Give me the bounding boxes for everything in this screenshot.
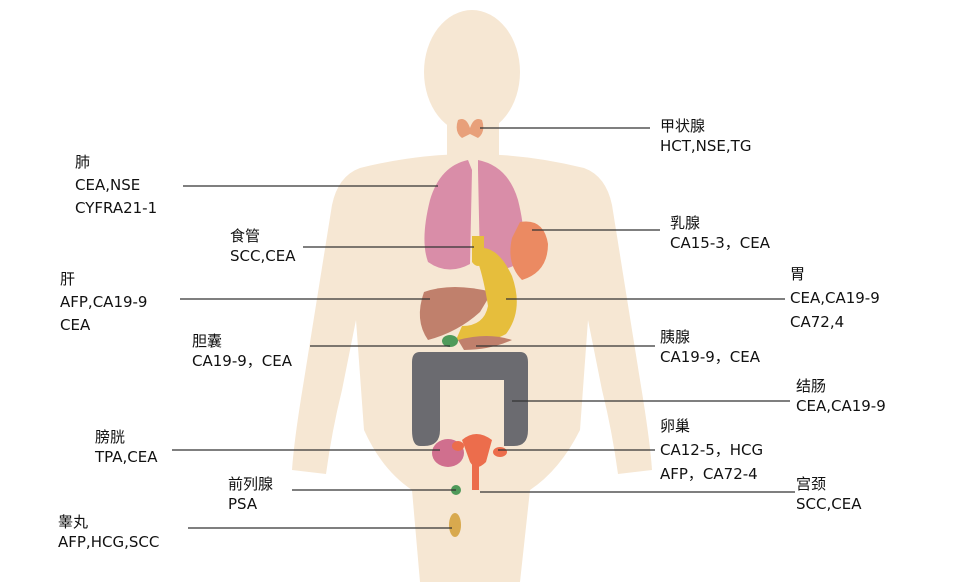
organ-name: 肺 <box>75 153 91 171</box>
label-breast: 乳腺 CA15-3，CEA <box>670 213 770 253</box>
stomach-organ <box>456 248 517 343</box>
label-testis: 睾丸 AFP,HCG,SCC <box>58 512 159 552</box>
label-gallbladder: 胆囊 CA19-9，CEA <box>192 331 292 371</box>
marker-text: CA72,4 <box>790 313 845 331</box>
organ-name: 卵巢 <box>660 417 691 435</box>
organ-name: 胰腺 <box>660 328 691 346</box>
label-thyroid: 甲状腺 HCT,NSE,TG <box>660 116 751 156</box>
testis-organ <box>449 513 461 537</box>
label-stomach: 胃 CEA,CA19-9 CA72,4 <box>790 262 880 334</box>
organ-name: 胆囊 <box>192 332 223 350</box>
label-pancreas: 胰腺 CA19-9，CEA <box>660 327 760 367</box>
label-esophagus: 食管 SCC,CEA <box>230 226 295 266</box>
label-colon: 结肠 CEA,CA19-9 <box>796 376 886 416</box>
leader-lines <box>172 127 795 529</box>
organ-name: 甲状腺 <box>660 117 706 135</box>
marker-text: CA19-9，CEA <box>660 348 760 366</box>
marker-text: CA12-5，HCG <box>660 441 764 459</box>
label-ovary: 卵巢 CA12-5，HCG AFP，CA72-4 <box>660 414 763 486</box>
thyroid-organ <box>456 119 484 138</box>
ovary-right <box>493 447 507 457</box>
marker-text: AFP,CA19-9 <box>60 293 148 311</box>
marker-text: AFP,HCG,SCC <box>58 533 160 551</box>
colon-organ <box>412 352 528 446</box>
organ-name: 宫颈 <box>796 475 827 493</box>
label-bladder: 膀胱 TPA,CEA <box>95 427 158 467</box>
marker-text: CEA,CA19-9 <box>796 397 886 415</box>
label-cervix: 宫颈 SCC,CEA <box>796 474 861 514</box>
marker-text: AFP，CA72-4 <box>660 465 758 483</box>
organ-name: 胃 <box>790 265 806 283</box>
label-liver: 肝 AFP,CA19-9 CEA <box>60 268 147 337</box>
ovary-left <box>452 441 464 451</box>
marker-text: CEA,CA19-9 <box>790 289 880 307</box>
organ-name: 乳腺 <box>670 214 701 232</box>
marker-text: CA15-3，CEA <box>670 234 770 252</box>
organ-name: 结肠 <box>796 377 827 395</box>
uterus-organ <box>462 434 492 467</box>
marker-text: SCC,CEA <box>796 495 862 513</box>
marker-text: TPA,CEA <box>95 448 158 466</box>
organ-name: 膀胱 <box>95 428 126 446</box>
label-lung: 肺 CEA,NSE CYFRA21-1 <box>75 151 157 220</box>
breast-organ <box>510 221 548 280</box>
marker-text: PSA <box>228 495 258 513</box>
left-lung <box>424 160 472 270</box>
marker-text: SCC,CEA <box>230 247 296 265</box>
liver-organ <box>419 287 492 340</box>
organ-name: 肝 <box>60 270 76 288</box>
marker-text: CEA,NSE <box>75 176 141 194</box>
marker-text: CA19-9，CEA <box>192 352 292 370</box>
organ-name: 食管 <box>230 227 261 245</box>
pancreas-organ <box>458 336 512 350</box>
organ-name: 前列腺 <box>228 475 274 493</box>
marker-text: CEA <box>60 316 91 334</box>
marker-text: HCT,NSE,TG <box>660 137 752 155</box>
organ-name: 睾丸 <box>58 513 89 531</box>
label-prostate: 前列腺 PSA <box>228 474 273 514</box>
marker-text: CYFRA21-1 <box>75 199 158 217</box>
cervix-organ <box>472 464 479 490</box>
gallbladder-organ <box>442 335 458 347</box>
